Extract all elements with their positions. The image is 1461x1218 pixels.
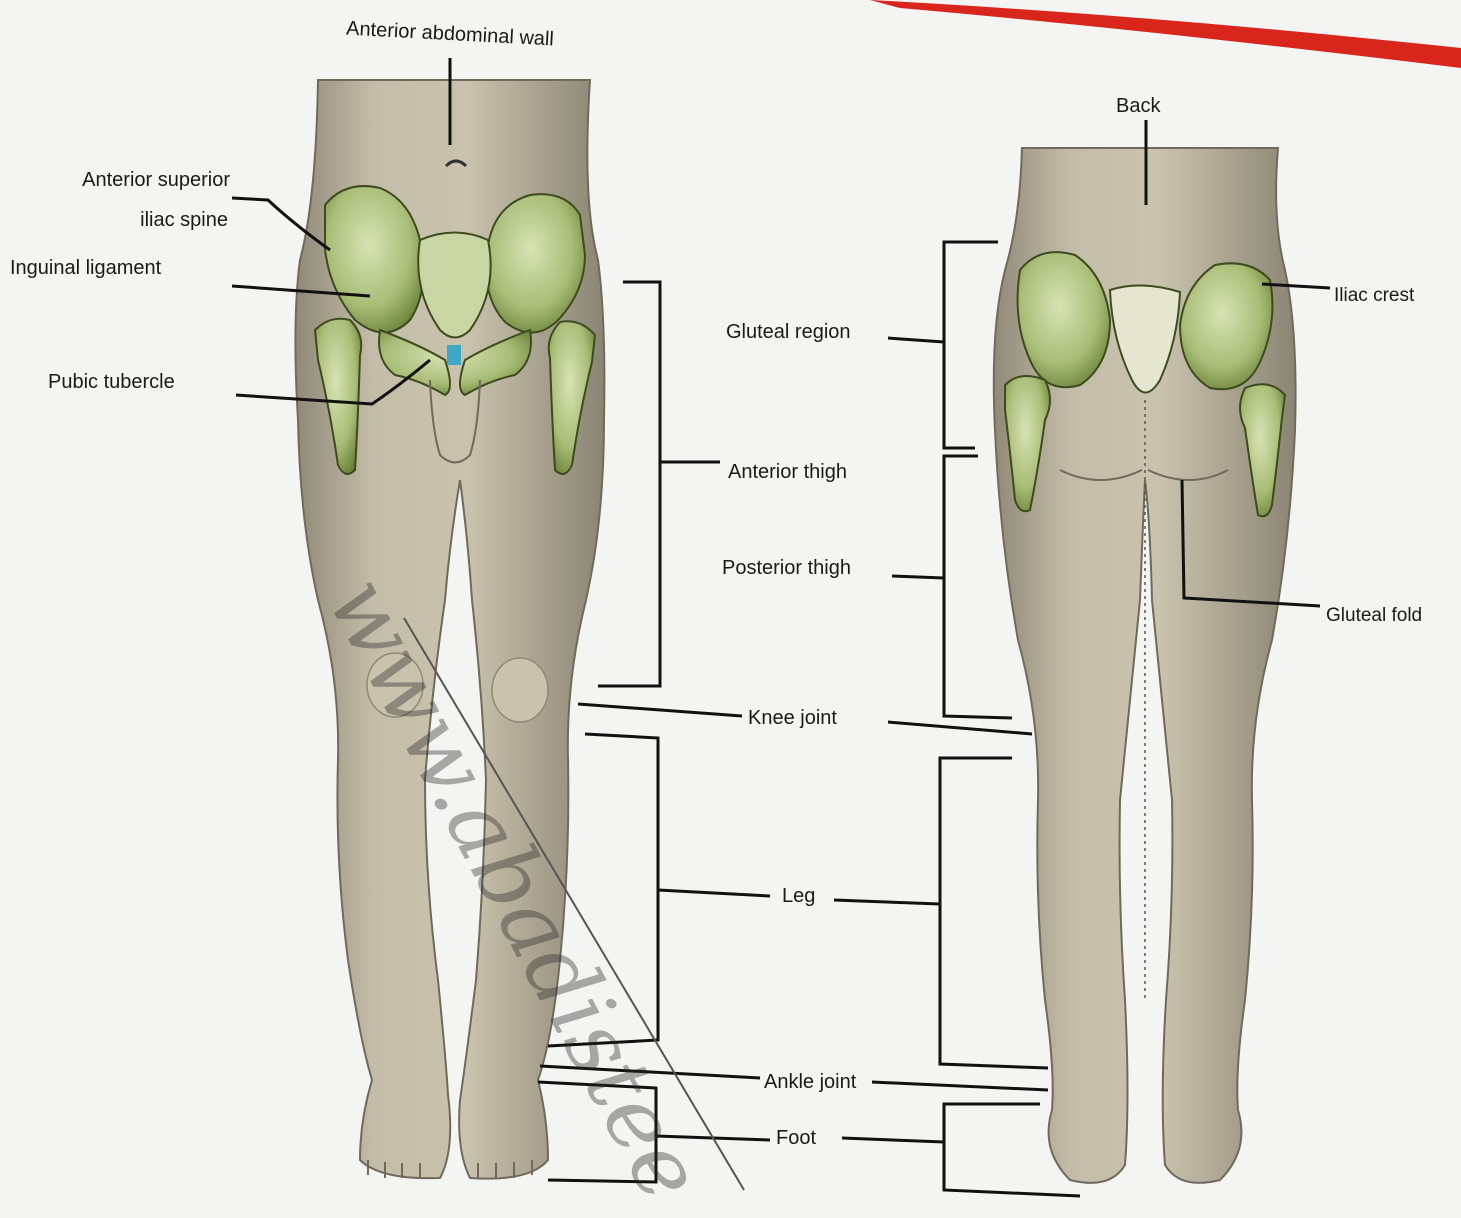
bracket-foot-back: [842, 1104, 1080, 1196]
label-asis-line1: Anterior superior: [10, 168, 230, 192]
back-figure: [994, 148, 1296, 1183]
label-gluteal-fold: Gluteal fold: [1326, 604, 1422, 628]
label-posterior-thigh: Posterior thigh: [722, 556, 851, 580]
label-foot: Foot: [776, 1126, 816, 1150]
bracket-anterior-thigh: [598, 282, 720, 686]
pubic-symphysis: [447, 345, 461, 365]
label-iliac-crest: Iliac crest: [1334, 284, 1414, 308]
bracket-posterior-thigh: [892, 456, 1012, 718]
bracket-leg-back: [834, 758, 1048, 1068]
label-anterior-thigh: Anterior thigh: [728, 460, 847, 484]
label-pubic-tubercle: Pubic tubercle: [48, 370, 175, 394]
label-gluteal-region: Gluteal region: [726, 320, 851, 344]
leader-knee-joint-front: [578, 704, 742, 716]
label-leg: Leg: [782, 884, 815, 908]
leader-knee-joint-back: [888, 722, 1032, 734]
label-knee-joint: Knee joint: [748, 706, 837, 730]
label-back: Back: [1116, 94, 1160, 118]
label-ankle-joint: Ankle joint: [764, 1070, 856, 1094]
bracket-gluteal-region: [888, 242, 998, 448]
label-asis-line2: iliac spine: [10, 208, 228, 232]
red-accent-stroke: [870, 0, 1461, 68]
front-right-kneecap: [492, 658, 548, 722]
label-inguinal-ligament: Inguinal ligament: [10, 256, 161, 280]
leader-ankle-back: [872, 1082, 1048, 1090]
